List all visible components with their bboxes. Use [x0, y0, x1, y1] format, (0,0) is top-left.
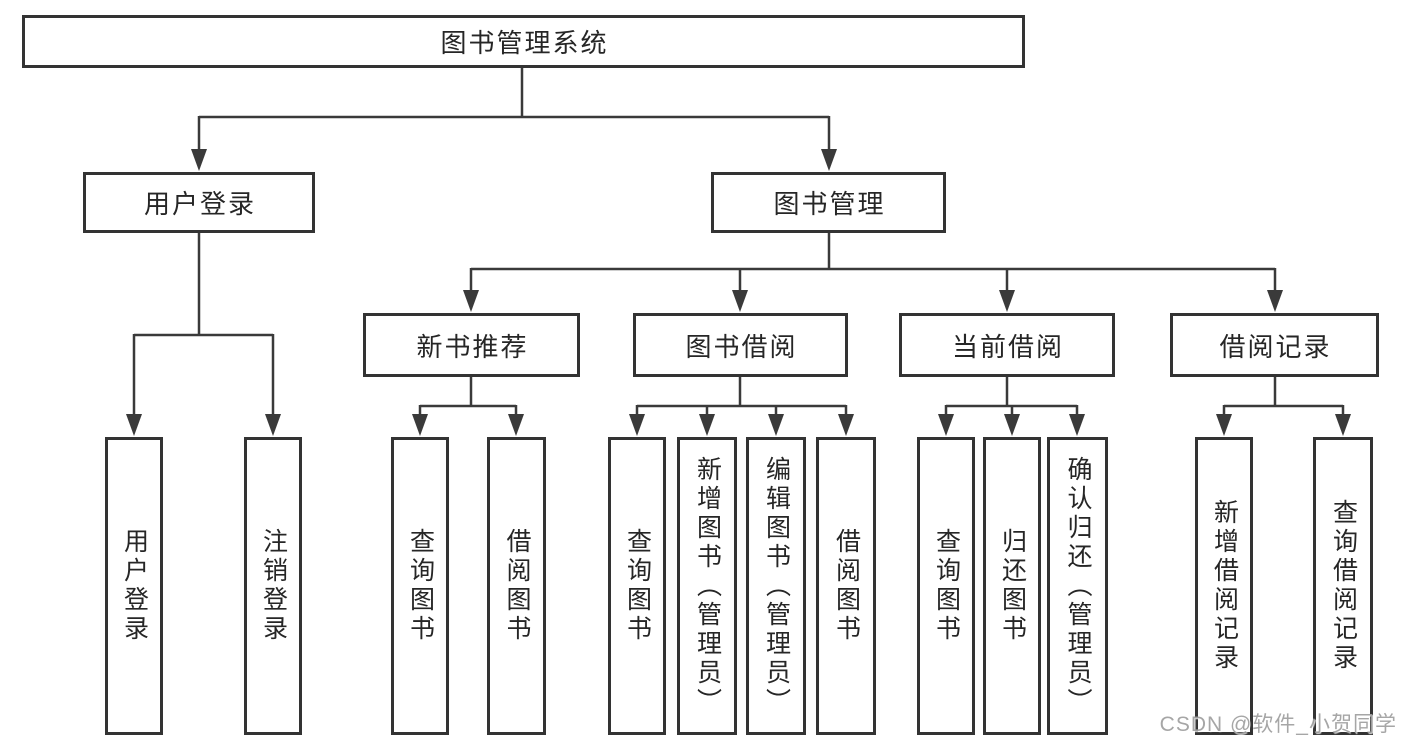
- csdn-watermark: CSDN @软件_小贺同学: [1159, 713, 1397, 736]
- node-book-management: 图书管理: [711, 172, 946, 233]
- node-user-login: 用户登录: [83, 172, 315, 233]
- node-current-borrow: 当前借阅: [899, 313, 1115, 377]
- connector-borrow-records-to-leaves: [1216, 377, 1351, 436]
- connector-new-book-to-leaves: [412, 377, 524, 436]
- leaf-borrow-books: 借阅图书: [816, 437, 876, 735]
- connector-current-borrow-to-leaves: [938, 377, 1085, 436]
- connector-book-management-to-level3: [463, 233, 1283, 312]
- connector-root-to-level2: [191, 67, 837, 171]
- node-borrow-records: 借阅记录: [1170, 313, 1379, 377]
- leaf-query-books-current: 查询图书: [917, 437, 975, 735]
- leaf-add-borrow-record: 新增借阅记录: [1195, 437, 1253, 735]
- leaf-add-books-admin: 新增图书（管理员）: [677, 437, 737, 735]
- leaf-logout: 注销登录: [244, 437, 302, 735]
- leaf-query-books-recommend: 查询图书: [391, 437, 449, 735]
- leaf-query-borrow-record: 查询借阅记录: [1313, 437, 1373, 735]
- leaf-query-books-borrow: 查询图书: [608, 437, 666, 735]
- leaf-return-books: 归还图书: [983, 437, 1041, 735]
- node-root-library-system: 图书管理系统: [22, 15, 1025, 68]
- leaf-edit-books-admin: 编辑图书（管理员）: [746, 437, 806, 735]
- leaf-user-login: 用户登录: [105, 437, 163, 735]
- connector-book-borrow-to-leaves: [629, 377, 854, 436]
- node-book-borrow: 图书借阅: [633, 313, 848, 377]
- leaf-confirm-return-admin: 确认归还（管理员）: [1047, 437, 1108, 735]
- node-new-book-recommend: 新书推荐: [363, 313, 580, 377]
- leaf-borrow-books-recommend: 借阅图书: [487, 437, 546, 735]
- connector-user-login-to-leaves: [126, 233, 281, 436]
